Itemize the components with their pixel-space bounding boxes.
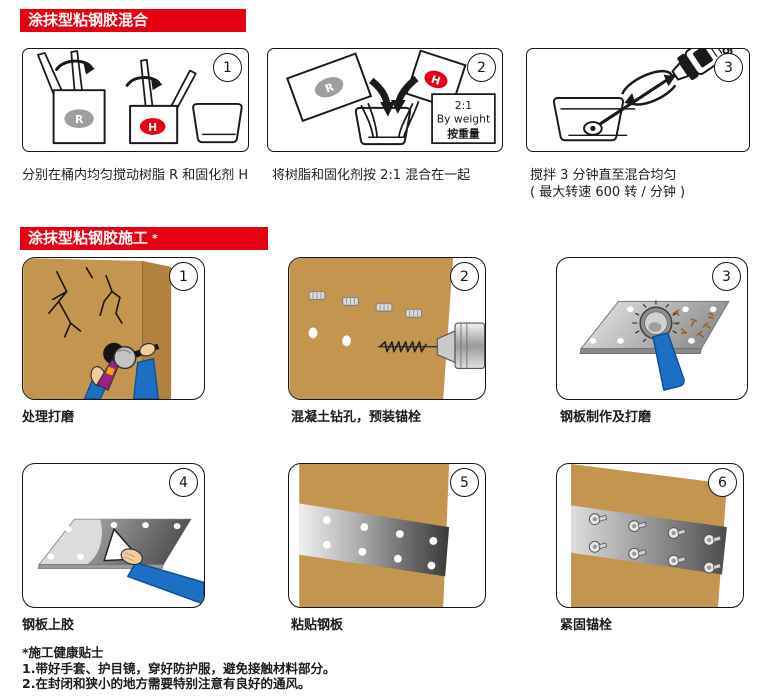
health-tips-footnote: *施工健康贴士 1.带好手套、护目镜，穿好防护服，避免接触材料部分。 2.在封闭… — [22, 645, 335, 692]
step-number-badge: 2 — [450, 262, 479, 291]
mix-step1-panel: R H 1 — [22, 48, 249, 152]
section-title-application-text: 涂抹型粘钢胶施工 — [28, 229, 149, 247]
mix-step3-panel: 3 — [526, 48, 750, 152]
app-step2-caption: 混凝土钻孔，预装锚栓 — [291, 410, 422, 425]
ratio-by-weight-en: By weight — [437, 113, 490, 126]
app-step1-grinding-illustration — [23, 258, 172, 399]
section-title-mixing-text: 涂抹型粘钢胶混合 — [28, 11, 149, 29]
hardener-label: H — [429, 73, 442, 88]
ratio-box — [431, 93, 496, 145]
step-number-badge: 3 — [712, 262, 741, 291]
mix-step3-drill-mix-illustration — [552, 49, 733, 142]
app-step2-panel: 2 — [288, 257, 486, 400]
step-number-badge: 5 — [450, 468, 479, 497]
mix-step3-caption: 搅拌 3 分钟直至混合均匀 ( 最大转速 600 转 / 分钟 ) — [530, 167, 685, 201]
footnote-line2: 2.在封闭和狭小的地方需要特别注意有良好的通风。 — [22, 676, 311, 691]
mix-step2-pour-illustration: R H 2:1 By weight 按重量 — [286, 49, 496, 146]
step-number-badge: 4 — [169, 468, 198, 497]
mix-step3-caption-line1: 搅拌 3 分钟直至混合均匀 — [530, 168, 677, 183]
footnote-line1: 1.带好手套、护目镜，穿好防护服，避免接触材料部分。 — [22, 660, 336, 676]
ratio-by-weight-zh: 按重量 — [447, 127, 480, 140]
app-step5-bond-plate-illustration — [299, 464, 450, 607]
footnote-title: *施工健康贴士 — [22, 645, 104, 660]
mix-step3-caption-line2: ( 最大转速 600 转 / 分钟 ) — [530, 185, 686, 200]
app-step4-apply-adhesive-illustration — [37, 518, 204, 605]
step-number-badge: 1 — [169, 262, 198, 291]
app-step4-panel: 4 — [22, 463, 205, 608]
mix-step1-stir-buckets-illustration: R H — [37, 50, 243, 145]
app-step5-panel: 5 — [288, 463, 486, 608]
resin-label: R — [75, 113, 84, 126]
hardener-label: H — [148, 121, 157, 134]
app-step4-caption: 钢板上胶 — [22, 618, 75, 633]
mix-step2-panel: R H 2:1 By weight 按重量 2 — [267, 48, 503, 152]
app-step5-caption: 粘贴钢板 — [291, 618, 344, 633]
step-number-badge: 1 — [213, 53, 242, 82]
mix-step1-caption: 分别在桶内均匀搅动树脂 R 和固化剂 H — [22, 168, 249, 183]
app-step1-panel: 1 — [22, 257, 205, 400]
section-title-footnote-mark: * — [152, 232, 158, 245]
step-number-badge: 2 — [467, 53, 496, 82]
ratio-value: 2:1 — [455, 99, 472, 112]
mix-step2-caption: 将树脂和固化剂按 2:1 混合在一起 — [272, 168, 471, 183]
section-title-application: 涂抹型粘钢胶施工* — [20, 227, 268, 250]
step-number-badge: 3 — [714, 53, 743, 82]
app-step6-caption: 紧固锚栓 — [560, 618, 613, 633]
step-number-badge: 6 — [708, 468, 737, 497]
app-step3-panel: 3 — [556, 257, 748, 400]
app-step6-panel: 6 — [556, 463, 744, 608]
app-step6-fasten-anchors-illustration — [571, 464, 727, 607]
app-step3-plate-grinding-illustration — [579, 300, 730, 391]
section-title-mixing: 涂抹型粘钢胶混合 — [20, 9, 246, 32]
app-step1-caption: 处理打磨 — [22, 410, 75, 425]
app-step3-caption: 钢板制作及打磨 — [560, 410, 652, 425]
app-step2-drilling-illustration — [289, 258, 485, 399]
